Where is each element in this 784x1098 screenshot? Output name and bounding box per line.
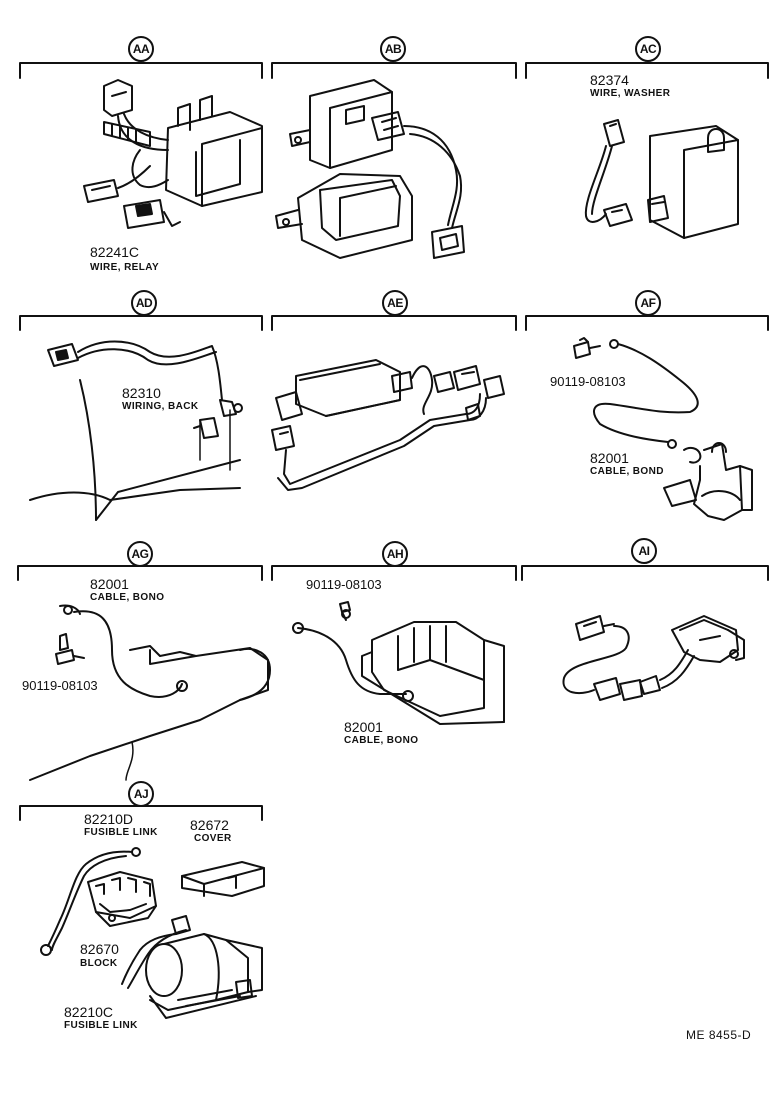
section-badge-ab: AB: [380, 36, 406, 62]
section-badge-af: AF: [635, 290, 661, 316]
sensor-harness-drawing: [562, 615, 745, 701]
part-name-wire-washer: WIRE, WASHER: [590, 88, 671, 99]
part-name-cable-bono-ah: CABLE, BONO: [344, 735, 419, 746]
washer-assembly-drawing: [584, 119, 739, 239]
part-number-90119-08103-ah: 90119-08103: [306, 577, 382, 592]
section-badge-ad: AD: [131, 290, 157, 316]
section-badge-ae: AE: [382, 290, 408, 316]
part-number-90119-08103-ag: 90119-08103: [22, 678, 98, 693]
part-number-82672: 82672: [190, 817, 229, 833]
part-name-cable-bono-ag: CABLE, BONO: [90, 592, 165, 603]
control-module-drawing: [275, 79, 465, 259]
bond-cable-body-drawing: [29, 604, 271, 781]
part-number-82670: 82670: [80, 941, 119, 957]
section-badge-aj: AJ: [128, 781, 154, 807]
part-name-cable-bond-af: CABLE, BOND: [590, 466, 664, 477]
part-number-82310: 82310: [122, 385, 161, 401]
part-name-fusible-link-c: FUSIBLE LINK: [64, 1020, 138, 1031]
fusible-link-assembly-drawing: [40, 847, 265, 1019]
section-badge-ac: AC: [635, 36, 661, 62]
transmission-wiring-drawing: [29, 340, 243, 521]
part-number-82241c: 82241C: [90, 244, 140, 260]
part-name-block: BLOCK: [80, 958, 118, 969]
part-number-90119-08103-af: 90119-08103: [550, 374, 626, 389]
section-badge-ai: AI: [631, 538, 657, 564]
section-frames: [17, 62, 769, 821]
diagram-reference-code: ME 8455-D: [686, 1028, 752, 1042]
relay-assembly-drawing: [83, 79, 263, 229]
part-number-82001-ah: 82001: [344, 719, 383, 735]
part-name-fusible-link-d: FUSIBLE LINK: [84, 827, 158, 838]
bond-cable-coil-drawing: [573, 337, 753, 521]
part-number-82210d: 82210D: [84, 811, 134, 827]
part-number-82001-ag: 82001: [90, 576, 129, 592]
part-name-wire-relay: WIRE, RELAY: [90, 262, 160, 273]
sensor-cable-drawing: [271, 359, 505, 491]
part-number-82374: 82374: [590, 72, 629, 88]
part-name-cover: COVER: [194, 833, 232, 844]
section-badge-ag: AG: [127, 541, 153, 567]
section-badge-ah: AH: [382, 541, 408, 567]
bond-cable-pan-drawing: [292, 601, 505, 725]
section-badge-aa: AA: [128, 36, 154, 62]
part-number-82210c: 82210C: [64, 1004, 114, 1020]
part-number-82001-af: 82001: [590, 450, 629, 466]
part-name-wiring-back: WIRING, BACK: [122, 401, 199, 412]
